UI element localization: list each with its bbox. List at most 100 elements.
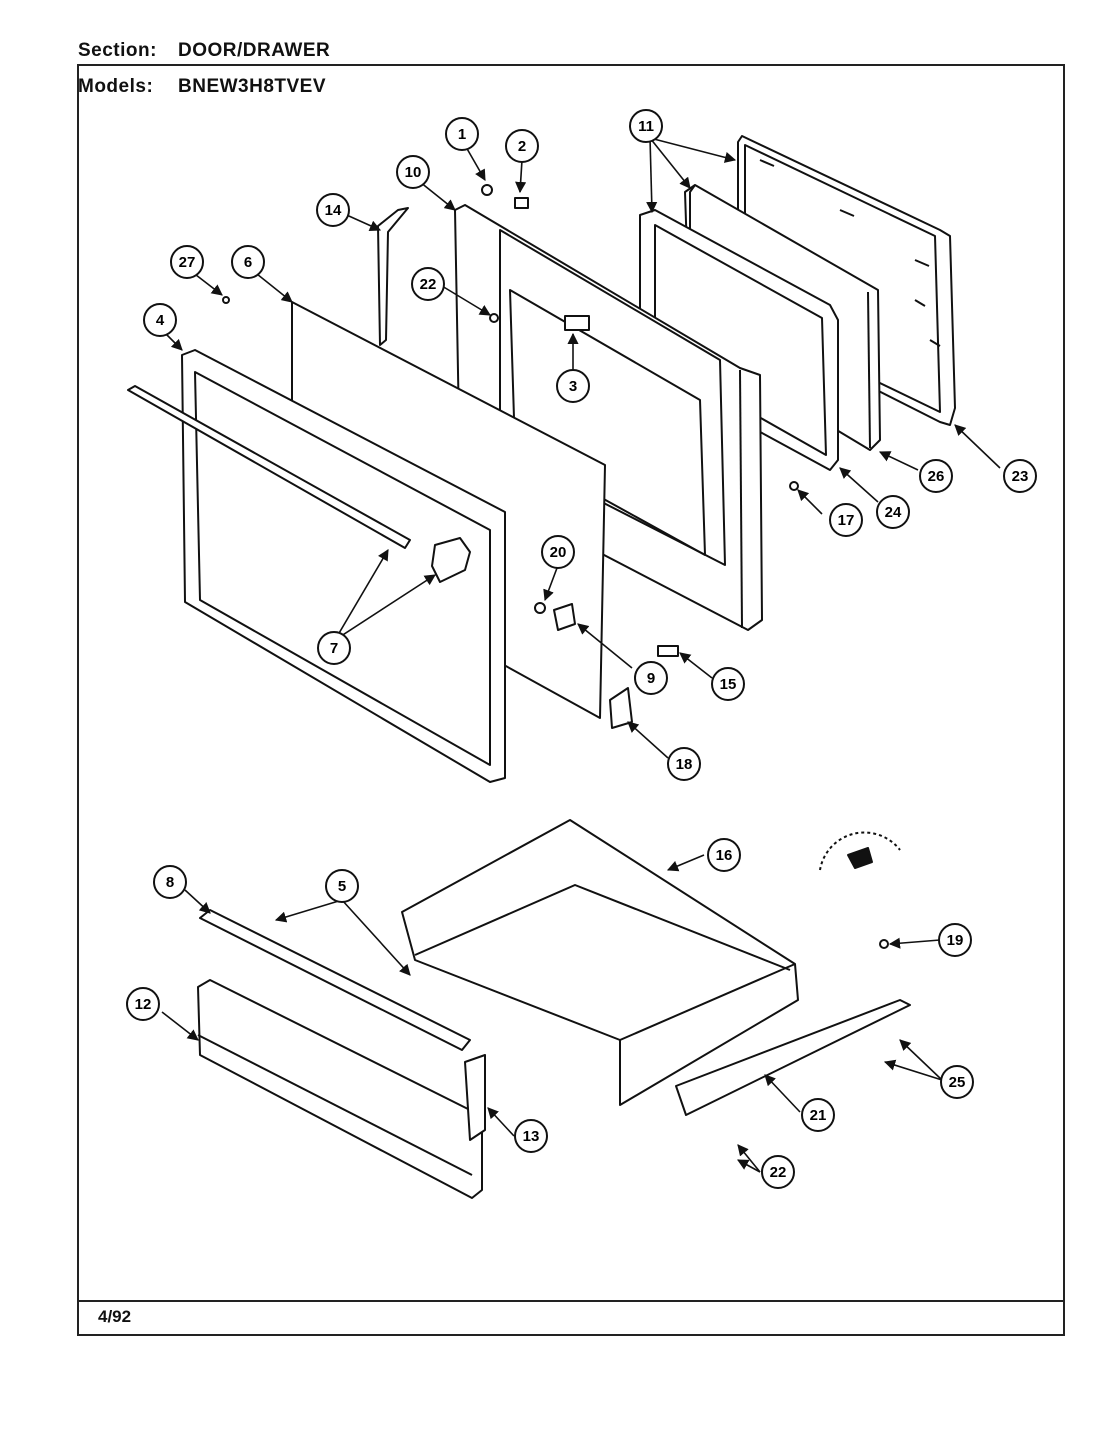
part-19-detail-outline <box>819 831 901 871</box>
callout-5: 5 <box>325 869 359 903</box>
callout-number: 10 <box>405 164 422 181</box>
callout-circle <box>761 1155 795 1189</box>
callout-17: 17 <box>829 503 863 537</box>
callout-circle <box>876 495 910 529</box>
callout-21: 21 <box>801 1098 835 1132</box>
callout-number: 24 <box>885 504 902 521</box>
callout-23: 23 <box>1003 459 1037 493</box>
callout-circle <box>634 661 668 695</box>
part-3-bracket <box>564 315 590 331</box>
callout-number: 14 <box>325 202 342 219</box>
callout-circle <box>396 155 430 189</box>
callout-20: 20 <box>541 535 575 569</box>
callout-3: 3 <box>556 369 590 403</box>
part-drawer-box <box>401 819 799 1106</box>
callout-circle <box>707 838 741 872</box>
callout-number: 16 <box>716 847 733 864</box>
callout-number: 21 <box>810 1107 827 1124</box>
date-code: 4/92 <box>98 1307 132 1326</box>
callout-10: 10 <box>396 155 430 189</box>
callout-number: 25 <box>949 1074 966 1091</box>
callout-15: 15 <box>711 667 745 701</box>
part-handle-bracket <box>431 537 471 583</box>
part-17-screw <box>789 481 799 491</box>
callout-6: 6 <box>231 245 265 279</box>
section-line: Section: DOOR/DRAWER <box>78 40 330 62</box>
section-value: DOOR/DRAWER <box>178 40 331 61</box>
part-19-detail <box>847 847 873 869</box>
callout-9: 9 <box>634 661 668 695</box>
callout-circle <box>505 129 539 163</box>
callout-circle <box>126 987 160 1021</box>
callout-11: 11 <box>629 109 663 143</box>
callout-circle <box>170 245 204 279</box>
callout-circle <box>411 267 445 301</box>
callout-number: 26 <box>928 468 945 485</box>
callout-circle <box>231 245 265 279</box>
callout-number: 13 <box>523 1128 540 1145</box>
callout-number: 1 <box>458 126 466 143</box>
callout-13: 13 <box>514 1119 548 1153</box>
callout-18: 18 <box>667 747 701 781</box>
part-inner-door-frame <box>454 204 763 631</box>
callout-circle <box>801 1098 835 1132</box>
callout-22: 22 <box>761 1155 795 1189</box>
callout-circle <box>541 535 575 569</box>
callout-number: 17 <box>838 512 855 529</box>
footer-divider <box>77 1300 1065 1302</box>
callout-circle <box>445 117 479 151</box>
part-trim-bar <box>127 385 411 549</box>
part-2-clip <box>514 197 529 209</box>
callout-number: 2 <box>518 138 526 155</box>
callout-circle <box>316 193 350 227</box>
callout-1: 1 <box>445 117 479 151</box>
leader-lines <box>159 137 1001 1173</box>
callout-number: 18 <box>676 756 693 773</box>
models-value: BNEW3H8TVEV <box>178 76 327 97</box>
part-drawer-rail <box>675 999 911 1116</box>
callout-number: 5 <box>338 878 346 895</box>
part-side-strip <box>377 207 409 346</box>
callout-number: 12 <box>135 996 152 1013</box>
callout-4: 4 <box>143 303 177 337</box>
diagram-frame <box>77 64 1065 1336</box>
callout-number: 27 <box>179 254 196 271</box>
callout-circle <box>556 369 590 403</box>
callout-22: 22 <box>411 267 445 301</box>
callout-24: 24 <box>876 495 910 529</box>
callout-number: 11 <box>638 118 654 135</box>
section-label: Section: <box>78 40 157 61</box>
callout-number: 6 <box>244 254 252 271</box>
callout-2: 2 <box>505 129 539 163</box>
callout-circle <box>153 865 187 899</box>
part-drawer-front <box>197 979 486 1199</box>
part-27-screw <box>222 296 230 304</box>
callout-number: 4 <box>156 312 165 329</box>
models-label: Models: <box>78 76 154 97</box>
part-19-screw <box>879 939 889 949</box>
callout-number: 15 <box>720 676 737 693</box>
part-20-screw <box>534 602 546 614</box>
callout-circle <box>629 109 663 143</box>
callout-circle <box>919 459 953 493</box>
callout-circle <box>711 667 745 701</box>
callout-number: 7 <box>330 640 338 657</box>
callout-number: 3 <box>569 378 577 395</box>
callout-25: 25 <box>940 1065 974 1099</box>
callout-circle <box>940 1065 974 1099</box>
callout-8: 8 <box>153 865 187 899</box>
callout-19: 19 <box>938 923 972 957</box>
part-1-nut <box>481 184 493 196</box>
callout-26: 26 <box>919 459 953 493</box>
callout-circle <box>317 631 351 665</box>
callout-circle <box>829 503 863 537</box>
callout-number: 22 <box>770 1164 787 1181</box>
callout-number: 20 <box>550 544 567 561</box>
callout-circle <box>1003 459 1037 493</box>
callout-16: 16 <box>707 838 741 872</box>
callout-number: 22 <box>420 276 437 293</box>
callout-circle <box>667 747 701 781</box>
part-22-screw-upper <box>489 313 499 323</box>
